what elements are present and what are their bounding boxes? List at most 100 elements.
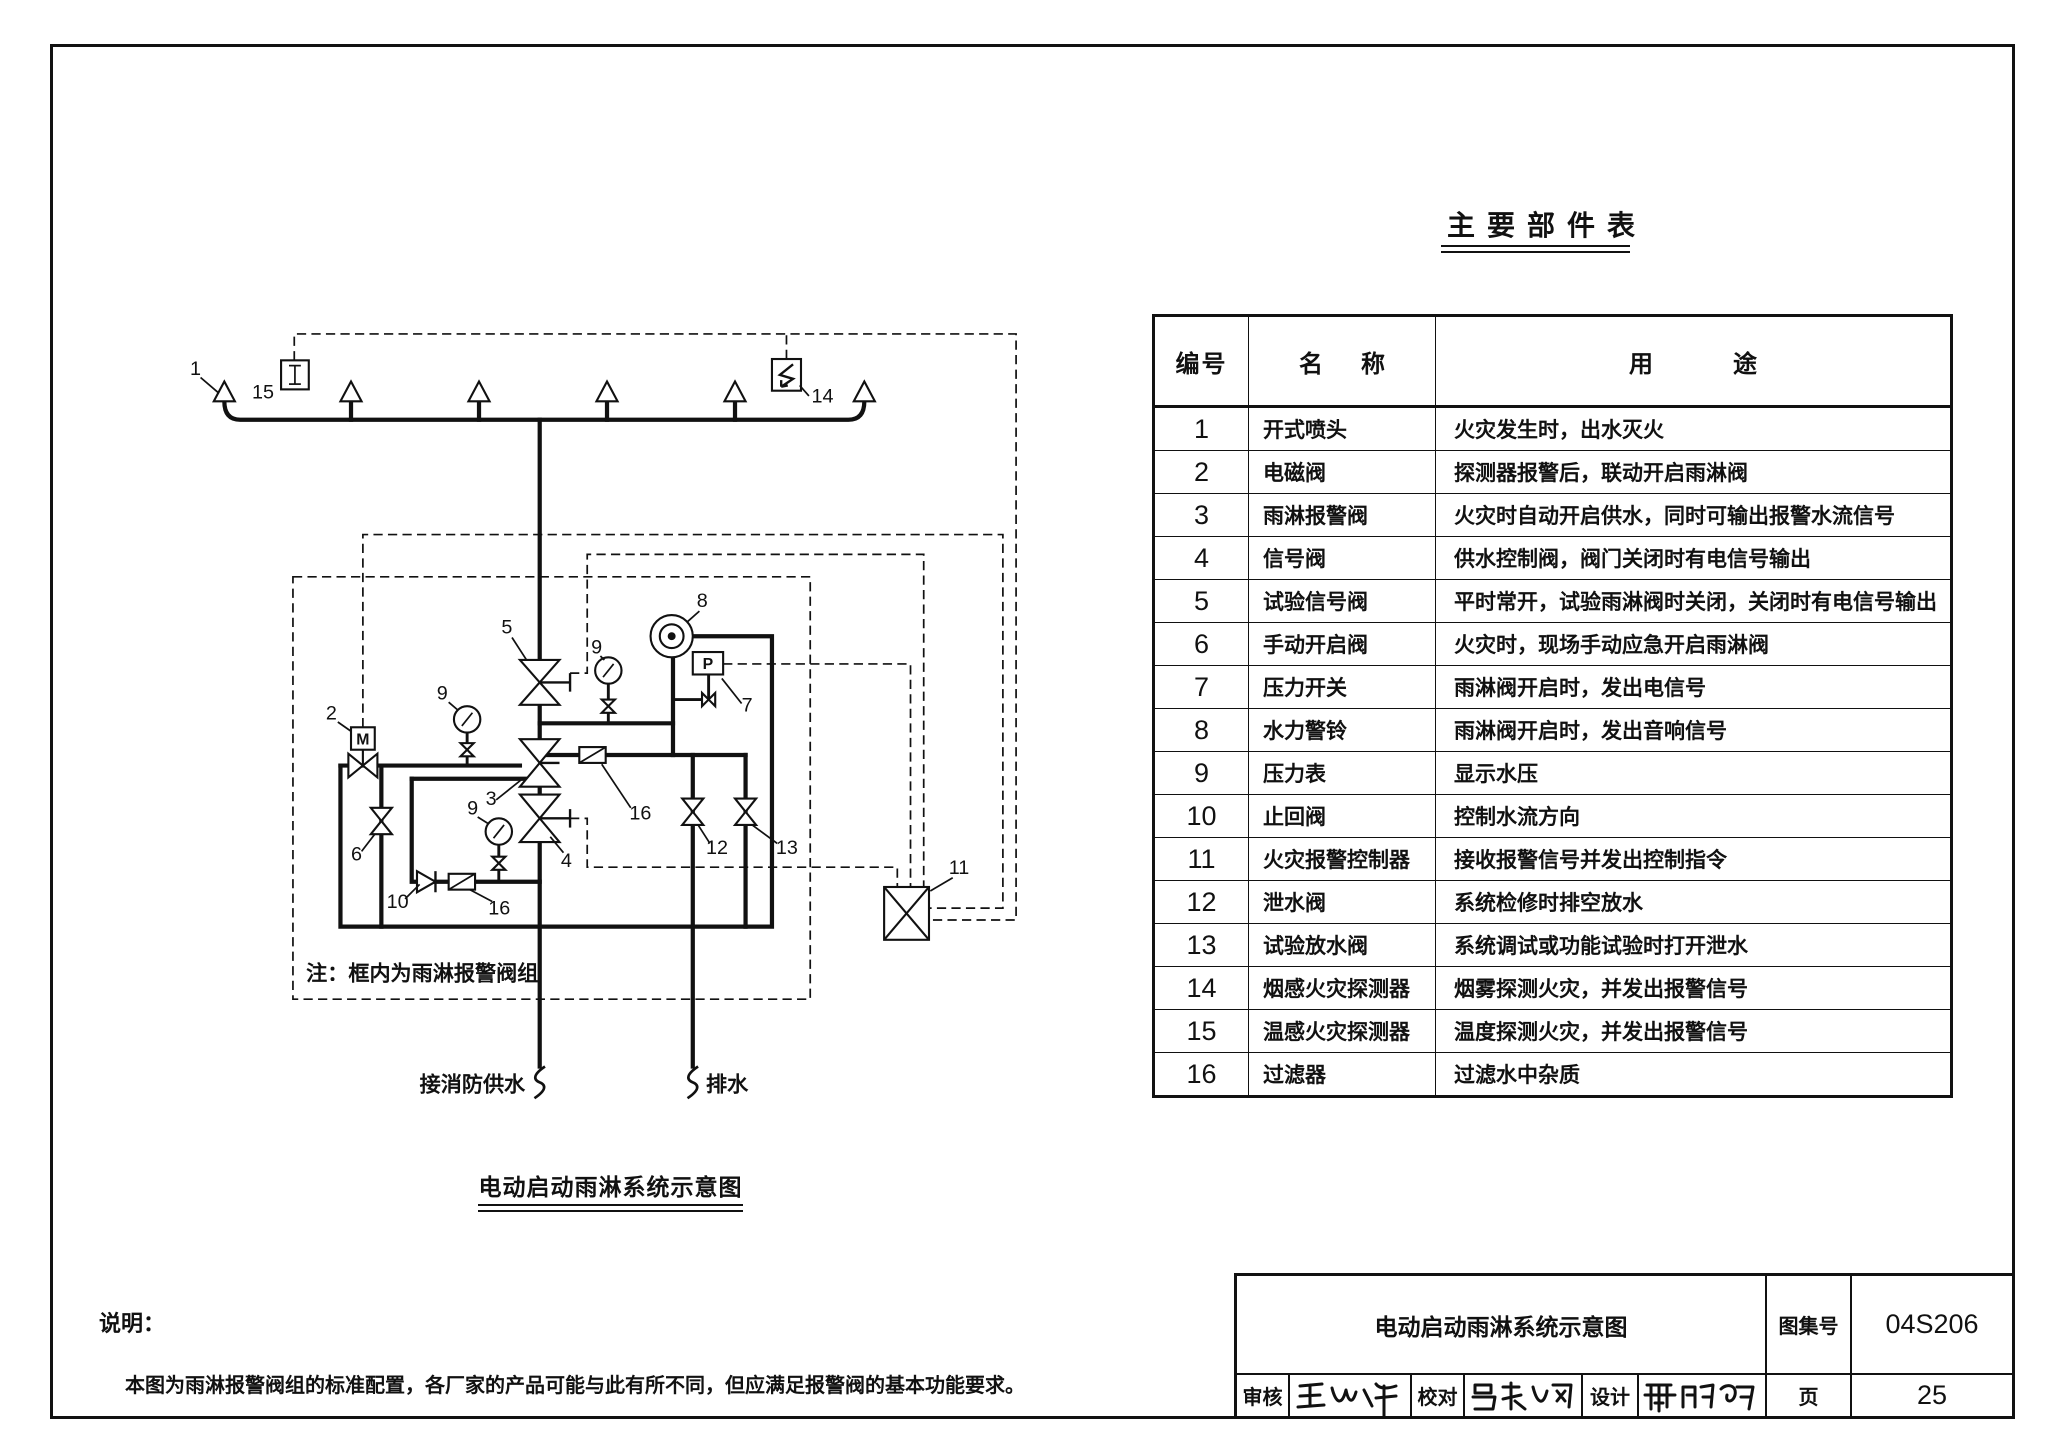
review-label: 审核 — [1242, 1385, 1283, 1409]
open-sprinklers — [212, 379, 877, 403]
title-block-divider — [1410, 1373, 1412, 1416]
atlas-number: 04S206 — [1885, 1309, 1979, 1339]
pressure-switch-icon: P — [691, 650, 725, 709]
parts-table-title: 主要部件表 — [1447, 209, 1648, 242]
part-number-cell: 7 — [1153, 665, 1249, 709]
title-block-divider — [1765, 1276, 1767, 1416]
check-valve-icon — [415, 869, 438, 895]
part-use-cell: 系统调试或功能试验时打开泄水 — [1435, 923, 1952, 967]
part-use-cell: 平时常开，试验雨淋阀时关闭，关闭时有电信号输出 — [1435, 579, 1952, 623]
open-sprinkler-icon — [466, 379, 492, 403]
signal-valve-icon — [517, 793, 572, 844]
supply-break-icon — [533, 1065, 546, 1100]
callout-strainer-right: 16 — [629, 803, 651, 825]
open-sprinkler-icon — [722, 379, 748, 403]
notes-text: 本图为雨淋报警阀组的标准配置，各厂家的产品可能与此有所不同，但应满足报警阀的基本… — [125, 1373, 1025, 1397]
smoke-detector-icon — [770, 357, 803, 392]
reviewer-signature — [1290, 1375, 1410, 1416]
callout-drain-valve: 12 — [706, 837, 728, 859]
callout-deluge-valve: 3 — [486, 788, 497, 810]
part-use-cell: 过滤水中杂质 — [1435, 1052, 1952, 1097]
part-use-cell: 火灾时自动开启供水，同时可输出报警水流信号 — [1435, 493, 1952, 537]
part-number-cell: 13 — [1153, 923, 1249, 967]
wire-test-signal-valve — [570, 553, 925, 887]
part-use-cell: 探测器报警后，联动开启雨淋阀 — [1435, 450, 1952, 494]
part-use-cell: 火灾时，现场手动应急开启雨淋阀 — [1435, 622, 1952, 666]
part-number-cell: 14 — [1153, 966, 1249, 1010]
wire-solenoid-valve — [362, 533, 1004, 909]
caption-underline — [478, 1210, 743, 1212]
page-number: 25 — [1916, 1380, 1948, 1410]
sprinkler-branch-pipe — [222, 399, 867, 422]
part-name-cell: 试验信号阀 — [1248, 579, 1436, 623]
callout-temp-detector: 15 — [252, 382, 274, 404]
part-number-cell: 4 — [1153, 536, 1249, 580]
test-signal-valve-icon — [517, 658, 572, 706]
drain-break-icon — [686, 1065, 699, 1100]
pressure-gauge-icon — [452, 705, 482, 758]
callout-controller: 11 — [949, 857, 970, 879]
callout-sprinkler: 1 — [190, 358, 201, 380]
part-use-cell: 温度探测火灾，并发出报警信号 — [1435, 1009, 1952, 1053]
title-block-divider — [1237, 1373, 2012, 1375]
callout-gauge-bottom: 9 — [467, 797, 478, 819]
part-name-cell: 水力警铃 — [1248, 708, 1436, 752]
open-sprinkler-icon — [338, 379, 364, 403]
title-block-divider — [1637, 1373, 1639, 1416]
fire-alarm-controller-icon — [883, 885, 931, 941]
part-use-cell: 火灾发生时，出水灭火 — [1435, 406, 1952, 451]
deluge-alarm-valve-icon — [517, 738, 562, 788]
callout-signal-valve: 4 — [561, 850, 572, 872]
open-sprinkler-icon — [852, 379, 877, 403]
part-name-cell: 试验放水阀 — [1248, 923, 1436, 967]
pressure-gauge-icon — [484, 817, 514, 871]
pressure-switch-mark: P — [703, 656, 714, 673]
open-sprinkler-icon — [212, 379, 237, 403]
part-number-cell: 15 — [1153, 1009, 1249, 1053]
pressure-gauge-icon — [594, 656, 623, 714]
title-block-divider — [1463, 1373, 1465, 1416]
callout-test-signal-valve: 5 — [501, 617, 512, 639]
sprinkler-stems — [348, 399, 738, 422]
header-number: 编号 — [1153, 315, 1249, 408]
callout-water-gong: 8 — [697, 590, 708, 612]
title-block-divider — [1850, 1276, 1852, 1416]
part-name-cell: 手动开启阀 — [1248, 622, 1436, 666]
part-use-cell: 接收报警信号并发出控制指令 — [1435, 837, 1952, 881]
drawing-title: 电动启动雨淋系统示意图 — [1374, 1314, 1628, 1341]
solenoid-valve-icon: M — [347, 726, 379, 780]
callout-solenoid-valve: 2 — [326, 702, 337, 724]
solenoid-mark: M — [356, 731, 369, 748]
supply-label: 接消防供水 — [420, 1072, 526, 1097]
part-name-cell: 压力开关 — [1248, 665, 1436, 709]
part-use-cell: 烟雾探测火灾，并发出报警信号 — [1435, 966, 1952, 1010]
part-name-cell: 压力表 — [1248, 751, 1436, 795]
valve-set-note: 注：框内为雨淋报警阀组 — [306, 961, 538, 986]
designer-signature — [1639, 1375, 1765, 1416]
drain-label: 排水 — [706, 1072, 749, 1097]
part-use-cell: 供水控制阀，阀门关闭时有电信号输出 — [1435, 536, 1952, 580]
wire-temp-detector — [293, 333, 1017, 921]
part-use-cell: 控制水流方向 — [1435, 794, 1952, 838]
parts-table-header-row: 编号 名称 用途 — [1153, 315, 1952, 408]
title-underline — [1441, 245, 1630, 247]
header-name: 名称 — [1248, 315, 1436, 408]
part-name-cell: 信号阀 — [1248, 536, 1436, 580]
part-name-cell: 泄水阀 — [1248, 880, 1436, 924]
design-label: 设计 — [1590, 1385, 1630, 1409]
callout-test-drain-valve: 13 — [776, 837, 798, 859]
page-label: 页 — [1798, 1385, 1819, 1409]
part-number-cell: 9 — [1153, 751, 1249, 795]
part-use-cell: 雨淋阀开启时，发出音响信号 — [1435, 708, 1952, 752]
part-name-cell: 火灾报警控制器 — [1248, 837, 1436, 881]
